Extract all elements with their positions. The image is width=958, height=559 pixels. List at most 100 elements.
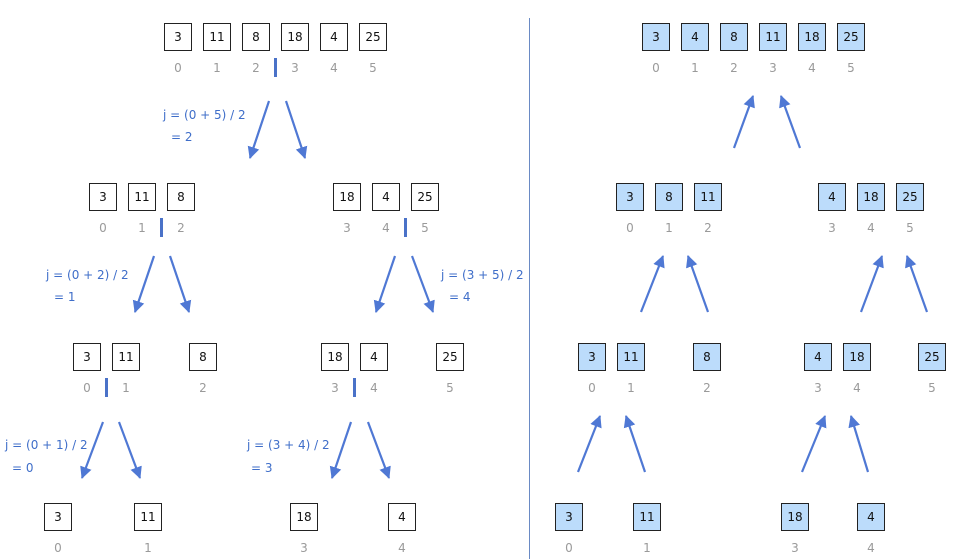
merged-cell: 4 bbox=[818, 183, 846, 211]
index-label: 1 bbox=[213, 61, 221, 75]
merged-cell: 8 bbox=[720, 23, 748, 51]
index-label: 5 bbox=[369, 61, 377, 75]
index-label: 4 bbox=[330, 61, 338, 75]
flow-arrow bbox=[779, 95, 802, 149]
flow-arrow bbox=[132, 255, 156, 313]
split-cell: 11 bbox=[203, 23, 231, 51]
flow-arrow bbox=[905, 255, 929, 313]
merged-cell: 11 bbox=[759, 23, 787, 51]
index-label: 2 bbox=[730, 61, 738, 75]
split-cell: 25 bbox=[436, 343, 464, 371]
midpoint-result: = 1 bbox=[54, 290, 76, 304]
split-cell: 18 bbox=[281, 23, 309, 51]
index-label: 4 bbox=[853, 381, 861, 395]
index-label: 3 bbox=[828, 221, 836, 235]
split-marker bbox=[105, 378, 108, 397]
index-label: 4 bbox=[867, 541, 875, 555]
merged-cell: 8 bbox=[655, 183, 683, 211]
flow-arrow bbox=[410, 255, 435, 313]
index-label: 4 bbox=[808, 61, 816, 75]
index-label: 3 bbox=[769, 61, 777, 75]
midpoint-result: = 4 bbox=[449, 290, 471, 304]
merged-cell: 11 bbox=[633, 503, 661, 531]
split-cell: 11 bbox=[128, 183, 156, 211]
flow-arrow bbox=[284, 100, 308, 159]
split-cell: 8 bbox=[242, 23, 270, 51]
flow-arrow bbox=[859, 255, 884, 313]
merged-cell: 11 bbox=[694, 183, 722, 211]
split-cell: 4 bbox=[388, 503, 416, 531]
index-label: 3 bbox=[331, 381, 339, 395]
split-cell: 18 bbox=[333, 183, 361, 211]
index-label: 0 bbox=[174, 61, 182, 75]
index-label: 4 bbox=[867, 221, 875, 235]
index-label: 3 bbox=[791, 541, 799, 555]
index-label: 3 bbox=[300, 541, 308, 555]
split-marker bbox=[353, 378, 356, 397]
split-cell: 25 bbox=[411, 183, 439, 211]
merged-cell: 3 bbox=[555, 503, 583, 531]
index-label: 0 bbox=[54, 541, 62, 555]
midpoint-result: = 0 bbox=[12, 461, 34, 475]
index-label: 1 bbox=[138, 221, 146, 235]
split-cell: 18 bbox=[321, 343, 349, 371]
index-label: 4 bbox=[370, 381, 378, 395]
split-cell: 4 bbox=[360, 343, 388, 371]
merged-cell: 4 bbox=[681, 23, 709, 51]
flow-arrow bbox=[800, 415, 827, 473]
index-label: 3 bbox=[343, 221, 351, 235]
split-cell: 8 bbox=[167, 183, 195, 211]
merged-cell: 18 bbox=[798, 23, 826, 51]
flow-arrow bbox=[639, 255, 665, 313]
midpoint-formula: j = (0 + 2) / 2 bbox=[46, 268, 129, 282]
index-label: 1 bbox=[627, 381, 635, 395]
index-label: 1 bbox=[122, 381, 130, 395]
flow-arrow bbox=[366, 421, 391, 479]
index-label: 0 bbox=[99, 221, 107, 235]
index-label: 0 bbox=[565, 541, 573, 555]
split-cell: 3 bbox=[89, 183, 117, 211]
merged-cell: 25 bbox=[896, 183, 924, 211]
index-label: 0 bbox=[83, 381, 91, 395]
index-label: 1 bbox=[144, 541, 152, 555]
flow-arrow bbox=[576, 415, 602, 473]
merged-cell: 3 bbox=[578, 343, 606, 371]
index-label: 3 bbox=[291, 61, 299, 75]
merged-cell: 18 bbox=[843, 343, 871, 371]
flow-arrow bbox=[732, 95, 755, 149]
index-label: 2 bbox=[704, 221, 712, 235]
index-label: 2 bbox=[177, 221, 185, 235]
flow-arrow bbox=[373, 255, 397, 313]
flow-arrow bbox=[686, 255, 710, 313]
split-cell: 3 bbox=[73, 343, 101, 371]
split-cell: 8 bbox=[189, 343, 217, 371]
index-label: 3 bbox=[814, 381, 822, 395]
midpoint-formula: j = (3 + 5) / 2 bbox=[441, 268, 524, 282]
merged-cell: 25 bbox=[918, 343, 946, 371]
merged-cell: 18 bbox=[781, 503, 809, 531]
index-label: 4 bbox=[382, 221, 390, 235]
index-label: 1 bbox=[643, 541, 651, 555]
merged-cell: 8 bbox=[693, 343, 721, 371]
index-label: 0 bbox=[652, 61, 660, 75]
merged-cell: 18 bbox=[857, 183, 885, 211]
index-label: 2 bbox=[252, 61, 260, 75]
index-label: 1 bbox=[691, 61, 699, 75]
flow-arrow bbox=[247, 100, 271, 159]
midpoint-formula: j = (0 + 1) / 2 bbox=[5, 438, 88, 452]
split-marker bbox=[160, 218, 163, 237]
midpoint-formula: j = (0 + 5) / 2 bbox=[163, 108, 246, 122]
flow-arrow bbox=[623, 415, 647, 473]
split-cell: 11 bbox=[134, 503, 162, 531]
index-label: 5 bbox=[928, 381, 936, 395]
split-cell: 11 bbox=[112, 343, 140, 371]
split-cell: 4 bbox=[372, 183, 400, 211]
index-label: 1 bbox=[665, 221, 673, 235]
merged-cell: 11 bbox=[617, 343, 645, 371]
split-marker bbox=[274, 58, 277, 77]
index-label: 5 bbox=[906, 221, 914, 235]
split-cell: 3 bbox=[164, 23, 192, 51]
merged-cell: 3 bbox=[616, 183, 644, 211]
merged-cell: 4 bbox=[804, 343, 832, 371]
